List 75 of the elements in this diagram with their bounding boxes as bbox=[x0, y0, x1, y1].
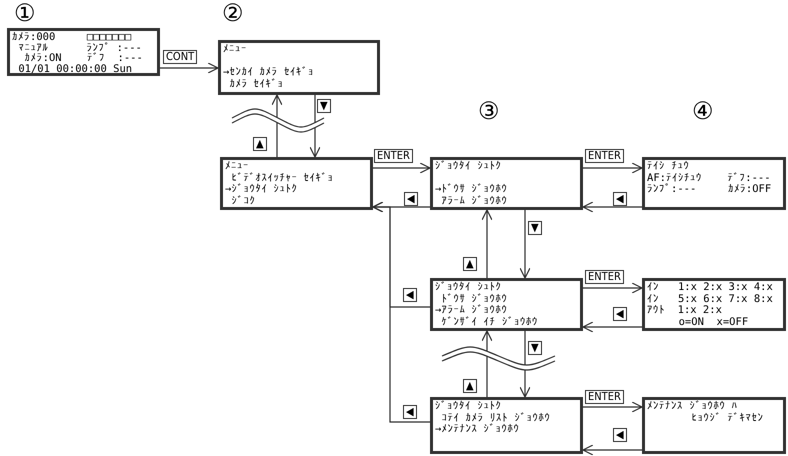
key-label: ◀ bbox=[403, 288, 417, 302]
key-label: ◀ bbox=[613, 192, 627, 206]
arrow bbox=[583, 162, 643, 174]
key-label: ▼ bbox=[528, 341, 542, 355]
arrow bbox=[271, 94, 283, 157]
screen-number: ④ bbox=[692, 98, 714, 124]
key-label: ◀ bbox=[613, 307, 627, 321]
key-label: ▲ bbox=[253, 137, 267, 151]
key-label: ◀ bbox=[404, 192, 418, 206]
screen-text: AF:ﾃｲｼﾁｭｳ ﾃﾞﾌ:--- bbox=[647, 172, 771, 184]
key-label: ▼ bbox=[317, 99, 331, 113]
arrow bbox=[583, 282, 643, 294]
screen-box bbox=[7, 28, 160, 76]
arrow bbox=[519, 331, 531, 398]
arrow bbox=[519, 210, 531, 279]
key-label: CONT bbox=[163, 50, 198, 64]
screen-text: ｼﾞｮｳﾀｲ ｼｭﾄｸ bbox=[435, 161, 502, 172]
arrow bbox=[582, 444, 642, 456]
screen-text: ｶﾒﾗ:ON ﾃﾞﾌ :--- bbox=[24, 53, 143, 64]
screen-text: ﾒﾝﾃﾅﾝｽ ｼﾞｮｳﾎｳ ﾊ bbox=[647, 401, 738, 412]
screen-box bbox=[218, 40, 380, 95]
screen-number: ③ bbox=[478, 98, 500, 124]
screen-text: →ｾﾝｶｲ ｶﾒﾗ ｾｲｷﾞｮ bbox=[223, 67, 314, 78]
key-label: ENTER bbox=[585, 149, 624, 163]
key-label: ▲ bbox=[463, 379, 477, 393]
screen-text: →ﾄﾞｳｻ ｼﾞｮｳﾎｳ bbox=[435, 184, 508, 195]
screen-text: →ｼﾞｮｳﾀｲ ｼｭﾄｸ bbox=[225, 184, 298, 195]
screen-box bbox=[642, 397, 786, 454]
arrow bbox=[373, 162, 431, 174]
screen-text: ﾏﾆｭｱﾙ ﾗﾝﾌﾟ :--- bbox=[17, 42, 142, 54]
key-label: ◀ bbox=[613, 428, 627, 442]
screen-text: ｲﾝ 5:x 6:x 7:x 8:x bbox=[647, 294, 773, 304]
arrow bbox=[582, 321, 642, 333]
key-label: ▼ bbox=[528, 221, 542, 235]
screen-text: ｱﾗｰﾑ ｼﾞｮｳﾎｳ bbox=[440, 196, 508, 206]
screen-text: ﾋｮｳｼﾞ ﾃﾞｷﾏｾﾝ bbox=[690, 412, 764, 424]
screen-text: →ｱﾗｰﾑ ｼﾞｮｳﾎｳ bbox=[435, 305, 508, 316]
screen-box bbox=[430, 157, 583, 210]
screen-text: ｼﾞｺｸ bbox=[230, 196, 256, 206]
screen-text: ｱｳﾄ 1:x 2:x bbox=[647, 305, 722, 316]
arrow bbox=[481, 209, 493, 278]
screen-box bbox=[430, 397, 583, 454]
screen-text: ｼﾞｮｳﾀｲ ｼｭﾄｸ bbox=[435, 282, 502, 293]
arrow bbox=[309, 95, 321, 158]
screen-text: ﾒﾆｭｰ bbox=[223, 44, 247, 55]
screen-text: ｶﾒﾗ:000 □□□□□□□ bbox=[12, 32, 132, 43]
key-label: ENTER bbox=[585, 390, 624, 404]
screen-number: ② bbox=[222, 0, 244, 26]
screen-text: ｹﾞﾝｻﾞｲ ｲﾁ ｼﾞｮｳﾎｳ bbox=[440, 316, 538, 328]
screen-text: ﾗﾝﾌﾟ:--- ｶﾒﾗ:OFF bbox=[647, 184, 772, 195]
arrow bbox=[160, 62, 219, 74]
screen-number: ① bbox=[14, 0, 36, 26]
arrow bbox=[583, 401, 643, 413]
arrow bbox=[481, 330, 493, 397]
key-label: ENTER bbox=[585, 270, 624, 284]
screen-box bbox=[642, 157, 786, 210]
screen-text: ｲﾝ 1:x 2:x 3:x 4:x bbox=[647, 282, 773, 293]
screen-box bbox=[430, 278, 583, 331]
key-label: ◀ bbox=[403, 405, 417, 419]
screen-text: 01/01 00:00:00 Sun bbox=[17, 64, 132, 74]
screen-box bbox=[642, 278, 786, 331]
screen-box bbox=[220, 157, 373, 210]
screen-text: ﾄﾞｳｻ ｼﾞｮｳﾎｳ bbox=[440, 294, 508, 304]
screen-text: ﾃｲｼ ﾁｭｳ bbox=[647, 161, 690, 172]
screen-text: ｶﾒﾗ ｾｲｷﾞｮ bbox=[228, 78, 284, 90]
screen-text: ｼﾞｮｳﾀｲ ｼｭﾄｸ bbox=[435, 401, 502, 412]
arrow bbox=[582, 201, 642, 213]
key-label: ENTER bbox=[374, 149, 413, 163]
key-label: ▲ bbox=[463, 257, 477, 271]
screen-text: →ﾒﾝﾃﾅﾝｽ ｼﾞｮｳﾎｳ bbox=[435, 424, 520, 435]
arrow bbox=[372, 201, 430, 423]
screen-text: ﾒﾆｭｰ bbox=[225, 161, 249, 172]
screen-text: ｺﾃｲ ｶﾒﾗ ﾘｽﾄ ｼﾞｮｳﾎｳ bbox=[440, 412, 550, 424]
screen-text: o=ON x=OFF bbox=[678, 316, 748, 328]
screen-text: ﾋﾞﾃﾞｵｽｲｯﾁｬｰ ｾｲｷﾞｮ bbox=[230, 172, 334, 184]
